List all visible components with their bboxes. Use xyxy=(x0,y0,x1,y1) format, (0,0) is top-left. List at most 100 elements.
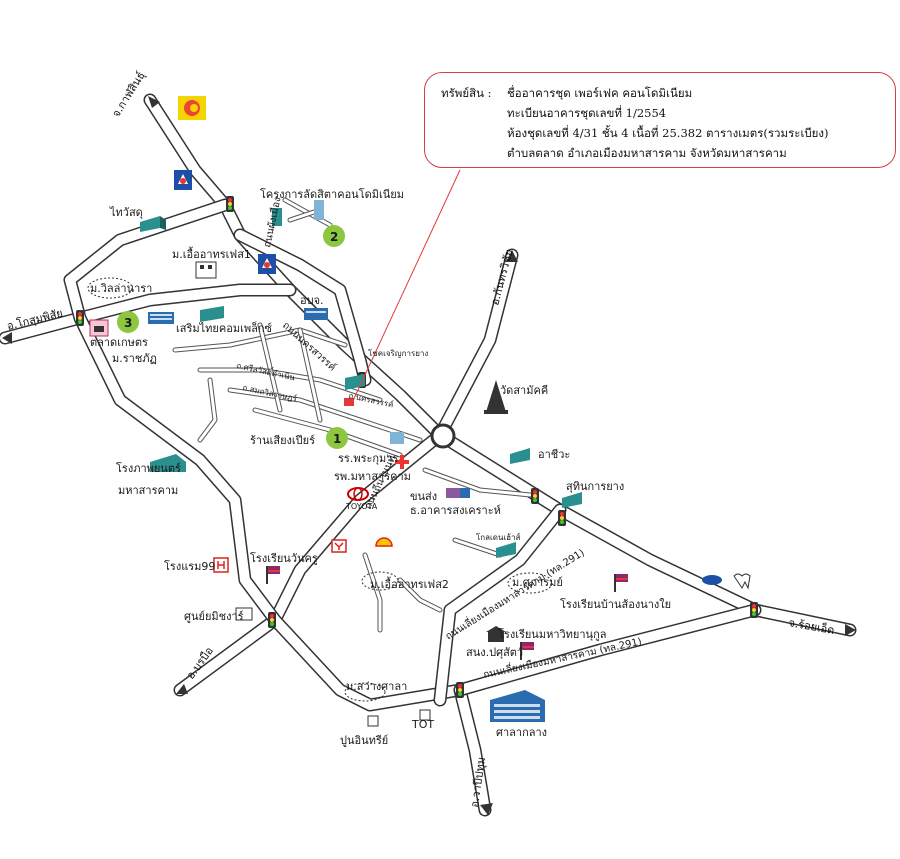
label-wat: วัดสามัคคี xyxy=(500,384,548,397)
traffic-light-icon xyxy=(558,510,566,526)
main-roads xyxy=(0,93,857,817)
shell-logo-icon xyxy=(375,537,393,547)
marker-3-label: 3 xyxy=(124,316,132,330)
info-line-name: ชื่ออาคารชุด เพอร์เฟค คอนโดมิเนียม xyxy=(507,86,693,100)
government-icon xyxy=(486,626,506,642)
info-label: ทรัพย์สิน : xyxy=(441,86,492,100)
school-flag-icon xyxy=(520,642,534,660)
traffic-light-icon xyxy=(226,196,234,212)
store-icon xyxy=(331,539,347,553)
label-hotel99: โรงแรม99 xyxy=(164,559,215,573)
label-euaarthon1: ม.เอื้ออาทรเฟส1 xyxy=(172,246,251,261)
building-icon xyxy=(148,312,174,324)
destination-arrows xyxy=(2,96,856,815)
market-icon xyxy=(89,319,109,337)
label-villa: ม.วิลล่านารา xyxy=(90,282,152,295)
gas-station-icon xyxy=(258,254,276,274)
label-school-mahawit: โรงเรียนมหาวิทยานุกูล xyxy=(498,627,606,641)
label-school-sonnongyai: โรงเรียนบ้านส้องนางใย xyxy=(560,597,671,611)
building-icon xyxy=(510,448,530,464)
building-icon xyxy=(150,454,186,472)
court-building-icon xyxy=(490,690,545,722)
info-line-unit: ห้องชุดเลขที่ 4/31 ชั้น 4 เนื้อที่ 25.38… xyxy=(507,126,829,140)
label-khonsong: ขนส่ง xyxy=(410,490,437,503)
label-achiwa: อาชีวะ xyxy=(538,448,570,461)
label-kholsen: โกลเดนเฮ้าส์ xyxy=(476,532,521,542)
school-flag-icon xyxy=(266,566,280,584)
label-chokcharoen: โชคเจริญการยาง xyxy=(368,348,428,358)
label-euaarthon2: ม.เอื้ออาทรเฟส2 xyxy=(370,576,449,591)
label-aorbor: อบจ. xyxy=(300,294,324,307)
toyota-logo-icon xyxy=(347,487,369,501)
label-soemthai: เสริมไทยคอมเพล็กซ์ xyxy=(176,321,272,335)
label-tot: TOT xyxy=(411,718,434,731)
marker-3-circle xyxy=(117,311,139,333)
label-siam: ร้านเสียงเปียร์ xyxy=(250,434,315,447)
property-location-marker xyxy=(344,398,354,406)
marker-1-circle xyxy=(326,427,348,449)
road-somthawin: ถ.สมถวิลราษฎร์ xyxy=(242,382,299,403)
info-line-location: ตำบลตลาด อำเภอเมืองมหาสารคาม จังหวัดมหาส… xyxy=(507,146,787,160)
tot-icon xyxy=(419,709,431,721)
traffic-light-icon xyxy=(268,612,276,628)
label-college: ศูนย์ยมิชงาร์ xyxy=(184,610,244,623)
label-thaiwasadu: ไทวัสดุ xyxy=(109,206,143,219)
building-icon xyxy=(496,542,516,558)
marker-2-circle xyxy=(323,225,345,247)
label-market: ตลาดเกษตร xyxy=(90,336,148,349)
building-icon xyxy=(195,261,217,279)
label-sawangsala: ม.สว่างศาลา xyxy=(346,680,407,693)
label-cinema: โรงภาพยนตร์ xyxy=(116,461,181,475)
traffic-light-icon xyxy=(76,310,84,326)
info-line-registration: ทะเบียนอาคารชุดเลขที่ 1/2554 xyxy=(507,106,667,120)
building-icon xyxy=(272,200,324,226)
place-labels: โครงการลัดสิตาคอนโดมิเนียม ไทวัสดุ ม.เอื… xyxy=(90,187,671,747)
school-flag-icon xyxy=(614,574,628,592)
road-nakhonsawan-street: ถ.นครสวรรค์ xyxy=(348,390,395,409)
numbered-markers: 1 2 3 xyxy=(117,225,348,449)
ford-logo-icon xyxy=(702,575,722,585)
cement-icon xyxy=(367,715,379,727)
traffic-light-icon xyxy=(750,602,758,618)
traffic-light-icon xyxy=(531,488,539,504)
landmark-icons xyxy=(87,96,751,727)
label-school-wanru: โรงเรียนวันครู xyxy=(250,551,318,565)
building-icon xyxy=(562,492,582,508)
label-cement: ปูนอินทรีย์ xyxy=(340,734,388,747)
temple-icon xyxy=(484,380,508,414)
logo-icon xyxy=(178,96,206,120)
label-project: โครงการลัดสิตาคอนโดมิเนียม xyxy=(260,187,404,201)
village-area xyxy=(361,571,399,591)
marker-2-label: 2 xyxy=(330,230,338,244)
hotel-icon xyxy=(213,557,229,573)
college-icon xyxy=(235,607,253,621)
city-streets xyxy=(172,197,533,633)
label-cinema2: มหาสารคาม xyxy=(118,484,178,497)
traffic-light-icon xyxy=(456,682,464,698)
label-court: ศาลากลาง xyxy=(496,726,547,739)
gas-station-icon xyxy=(174,170,192,190)
building-icon xyxy=(140,216,166,232)
building-icon xyxy=(446,488,470,498)
label-hospital: รพ.มหาสารคาม xyxy=(334,470,411,483)
label-sorsor: สนง.ปศุสัตว์ xyxy=(466,646,523,659)
building-icon xyxy=(304,308,328,320)
label-toyota: TOYOTA xyxy=(345,502,378,511)
building-icon xyxy=(390,432,404,444)
roundabout xyxy=(430,423,456,449)
dest-kalasin: จ.กาฬสินธุ์ xyxy=(110,69,148,119)
village-area xyxy=(344,682,386,702)
village-area xyxy=(87,277,133,299)
property-info-box: ทรัพย์สิน : ชื่ออาคารชุด เพอร์เฟค คอนโดม… xyxy=(424,72,896,168)
building-icon xyxy=(200,306,224,322)
dental-icon xyxy=(733,573,751,590)
label-songkhro: ธ.อาคารสงเคราะห์ xyxy=(410,504,501,517)
label-rajabhat: ม.ราชภัฏ xyxy=(112,352,157,365)
label-suthin: สุทินการยาง xyxy=(566,480,624,493)
property-pointer-line xyxy=(350,169,461,406)
label-sirirom: ม.ศุภารมย์ xyxy=(512,576,563,589)
village-area xyxy=(507,572,553,594)
hospital-icon xyxy=(395,455,409,469)
road-sisawat: ถ.ศรีสวัสดิ์ดำเนิน xyxy=(236,359,297,382)
